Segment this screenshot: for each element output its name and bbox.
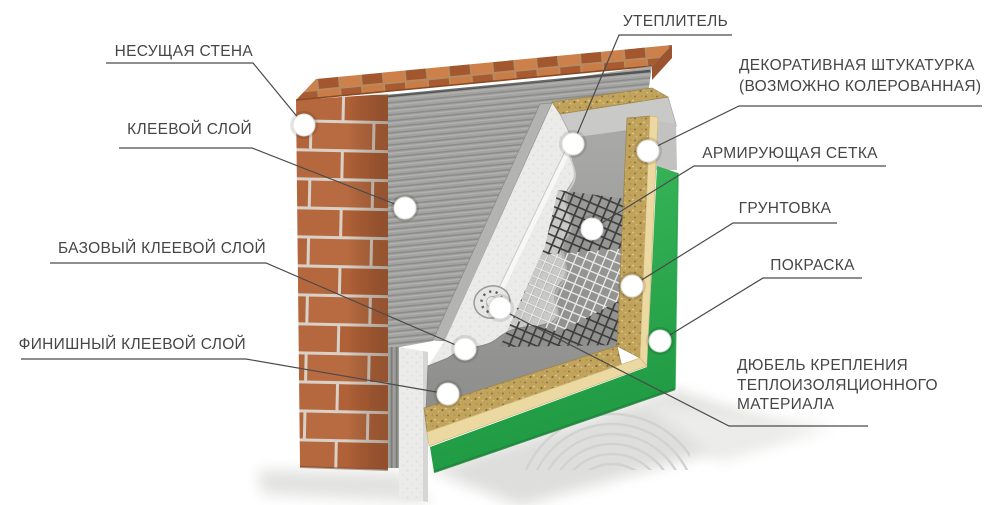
label-armiruyushchaya-setka: АРМИРУЮЩАЯ СЕТКА bbox=[702, 145, 878, 162]
brick-end-face bbox=[652, 45, 672, 80]
leader-pokraska bbox=[659, 277, 862, 342]
leader-finishnyy-kleevoy-sloy bbox=[21, 358, 449, 395]
label-uteplitel: УТЕПЛИТЕЛЬ bbox=[622, 13, 729, 30]
brick-wall-top-face bbox=[296, 45, 672, 100]
label-pokraska: ПОКРАСКА bbox=[770, 257, 855, 274]
label-gruntovka: ГРУНТОВКА bbox=[738, 200, 832, 217]
primer-layer bbox=[426, 115, 659, 447]
ground-shadow bbox=[258, 390, 835, 505]
marker-reinforcing-mesh bbox=[578, 215, 606, 243]
label-nesushchaya-stena: НЕСУЩАЯ СТЕНА bbox=[114, 43, 253, 60]
marker-adhesive-layer bbox=[391, 194, 419, 222]
leader-nesushchaya-stena bbox=[106, 62, 305, 126]
insulation-front-face bbox=[399, 347, 428, 502]
label-finishnyy-kleevoy-sloy: ФИНИШНЫЙ КЛЕЕВОЙ СЛОЙ bbox=[18, 336, 246, 353]
leader-bazovyy-kleevoy-sloy bbox=[50, 262, 466, 350]
plaster-top-band bbox=[551, 87, 670, 115]
mesh-embedded-area bbox=[514, 248, 628, 332]
leader-dyubel bbox=[501, 309, 868, 427]
marker-decorative-plaster bbox=[634, 137, 662, 165]
label-dekorativnaya-shtukaturka: ДЕКОРАТИВНАЯ ШТУКАТУРКА (ВОЗМОЖНО КОЛЕРО… bbox=[739, 57, 982, 95]
panel-top-shadow-line bbox=[387, 69, 651, 98]
leader-armiruyushchaya-setka bbox=[591, 165, 886, 230]
shadow-ripples bbox=[524, 412, 690, 470]
decorative-plaster bbox=[423, 87, 670, 433]
leader-kleevoy-sloy bbox=[119, 147, 406, 209]
callout-markers bbox=[290, 111, 674, 408]
adhesive-layer bbox=[388, 66, 652, 347]
marker-dowel bbox=[486, 294, 514, 322]
label-bazovyy-kleevoy-sloy: БАЗОВЫЙ КЛЕЕВОЙ СЛОЙ bbox=[58, 240, 266, 257]
marker-finish-adhesive-coat bbox=[434, 380, 462, 408]
marker-brick-wall bbox=[290, 111, 318, 139]
leader-uteplitel bbox=[572, 34, 732, 145]
marker-insulation-board bbox=[559, 130, 587, 158]
leader-gruntovka bbox=[631, 222, 837, 287]
label-kleevoy-sloy: КЛЕЕВОЙ СЛОЙ bbox=[127, 121, 252, 138]
marker-base-adhesive-coat bbox=[451, 335, 479, 363]
marker-paint-layer bbox=[646, 327, 674, 355]
leader-lines bbox=[21, 34, 982, 427]
label-dyubel: ДЮБЕЛЬ КРЕПЛЕНИЯ ТЕПЛОИЗОЛЯЦИОННОГО МАТЕ… bbox=[737, 357, 938, 413]
brick-wall bbox=[295, 45, 672, 471]
leader-dekorativnaya-shtukaturka bbox=[648, 105, 982, 151]
marker-primer-layer bbox=[618, 272, 646, 300]
paint-layer bbox=[430, 166, 678, 472]
